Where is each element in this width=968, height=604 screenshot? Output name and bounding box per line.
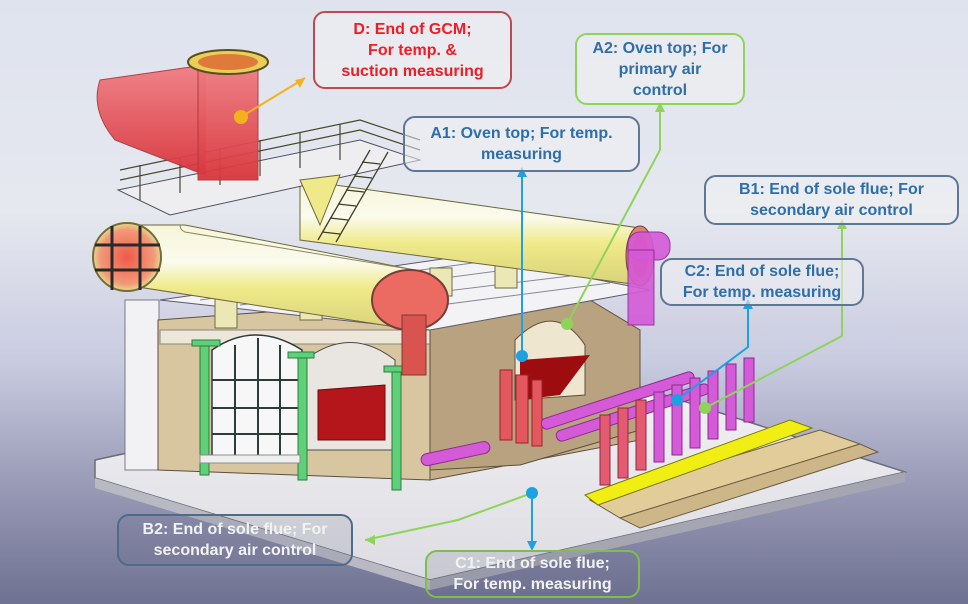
callout-c1: C1: End of sole flue; For temp. measurin… <box>425 550 640 598</box>
front-gas-collecting-main <box>92 222 449 376</box>
callout-c1-text: C1: End of sole flue; For temp. measurin… <box>453 555 612 593</box>
floor-strips <box>583 419 880 529</box>
callout-a1: A1: Oven top; For temp. measuring <box>403 116 640 172</box>
point-D <box>234 110 248 124</box>
upper-platform <box>116 119 422 243</box>
point-C1-B2 <box>526 487 538 499</box>
stairway <box>317 149 389 243</box>
point-A1 <box>516 350 528 362</box>
callout-b2-text: B2: End of sole flue; For secondary air … <box>142 521 328 559</box>
leader-A2 <box>566 108 661 325</box>
callout-a2-text: A2: Oven top; For primary air control <box>592 39 728 99</box>
callout-c2-text: C2: End of sole flue; For temp. measurin… <box>682 263 842 301</box>
sole-flue-section <box>420 299 755 486</box>
callout-c2: C2: End of sole flue; For temp. measurin… <box>660 258 864 306</box>
callout-d-text: D: End of GCM; For temp. & suction measu… <box>341 20 484 80</box>
riser-pipe <box>627 231 671 326</box>
leader-B2 <box>364 492 533 541</box>
callout-a2: A2: Oven top; For primary air control <box>575 33 745 105</box>
leader-C2 <box>676 305 749 401</box>
callout-a1-text: A1: Oven top; For temp. measuring <box>430 125 613 163</box>
callout-b1-text: B1: End of sole flue; For secondary air … <box>739 181 924 219</box>
leader-D <box>240 77 306 118</box>
point-C2 <box>671 394 683 406</box>
callout-b1: B1: End of sole flue; For secondary air … <box>704 175 959 225</box>
point-B1 <box>699 402 711 414</box>
callout-b2: B2: End of sole flue; For secondary air … <box>117 514 353 566</box>
support-column <box>124 299 160 471</box>
measuring-points <box>234 110 711 499</box>
callout-d: D: End of GCM; For temp. & suction measu… <box>313 11 512 89</box>
gcm-end-elbow <box>96 49 269 181</box>
point-A2 <box>561 318 573 330</box>
